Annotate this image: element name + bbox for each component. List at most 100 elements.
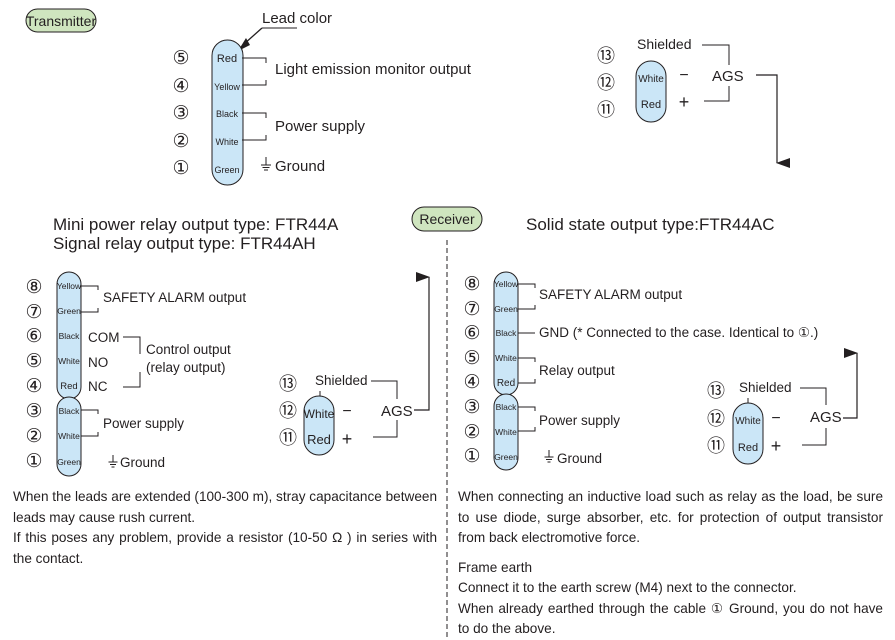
- transmitter-ags: ⑬ ⑫ ⑪ White Red − + Shielded AGS: [597, 36, 790, 168]
- ground-label: Ground: [120, 455, 165, 470]
- transmitter-badge: Transmitter: [25, 8, 97, 33]
- lead-color-white: White: [58, 356, 80, 366]
- lead-color-green: Green: [214, 165, 239, 175]
- plus-wire: [704, 86, 730, 102]
- nc-label: NC: [88, 379, 108, 394]
- solid-state-note-line-1: When connecting an inductive load such a…: [458, 489, 883, 545]
- com-label: COM: [88, 330, 120, 345]
- ground-label: Ground: [557, 451, 602, 466]
- lead-color-black: Black: [496, 328, 518, 338]
- safety-alarm-bracket: [518, 283, 536, 310]
- pin-number-13: ⑬: [597, 46, 615, 66]
- lead-color-green: Green: [494, 452, 518, 462]
- pin-number-2: ②: [25, 426, 42, 447]
- ags-label: AGS: [810, 409, 842, 426]
- pin-number-5: ⑤: [25, 351, 42, 372]
- pin-number-1: ①: [172, 158, 189, 179]
- no-label: NO: [88, 355, 108, 370]
- lead-color-red: Red: [307, 432, 331, 447]
- pin-number-4: ④: [463, 372, 480, 393]
- pin-number-5: ⑤: [463, 348, 480, 369]
- pin-number-1: ①: [25, 451, 42, 472]
- light-emission-label: Light emission monitor output: [275, 61, 472, 78]
- pin-number-4: ④: [172, 76, 189, 97]
- ags-label: AGS: [712, 68, 744, 85]
- ags-lead-bundle: [732, 402, 764, 465]
- relay-output-label: Relay output: [539, 363, 615, 378]
- pin-number-12: ⑫: [707, 409, 725, 429]
- lead-color-red: Red: [738, 442, 758, 454]
- power-supply-bracket: [242, 112, 267, 141]
- relay-output-section: Mini power relay output type: FTR44A Sig…: [25, 215, 430, 477]
- light-emission-bracket: [242, 57, 267, 86]
- gnd-label: GND (* Connected to the case. Identical …: [539, 325, 818, 340]
- lead-color-green: Green: [494, 304, 518, 314]
- power-supply-label: Power supply: [103, 416, 184, 431]
- safety-alarm-label: SAFETY ALARM output: [103, 290, 246, 305]
- plus-sign: +: [771, 436, 782, 456]
- lead-color-red: Red: [497, 378, 515, 389]
- transmitter-badge-label: Transmitter: [26, 13, 97, 29]
- minus-sign: −: [342, 403, 351, 420]
- lead-color-black: Black: [216, 109, 239, 119]
- lead-color-label: Lead color: [262, 10, 332, 27]
- lead-color-white: White: [638, 74, 664, 85]
- lead-color-black: Black: [59, 406, 81, 416]
- relay-ags: ⑬ ⑫ ⑪ White Red − + Shielded AGS: [279, 272, 430, 456]
- power-supply-label: Power supply: [539, 413, 620, 428]
- control-output-label: Control output: [146, 342, 231, 357]
- relay-note-line-1: When the leads are extended (100-300 m),…: [13, 489, 437, 525]
- pin-number-8: ⑧: [463, 274, 480, 295]
- lead-color-red: Red: [60, 381, 77, 392]
- plus-sign: +: [342, 429, 353, 449]
- pin-number-8: ⑧: [25, 277, 42, 298]
- pin-number-3: ③: [463, 397, 480, 418]
- lead-color-white: White: [495, 427, 517, 437]
- lead-color-yellow: Yellow: [494, 279, 519, 289]
- minus-sign: −: [771, 410, 780, 427]
- pin-number-7: ⑦: [25, 302, 42, 323]
- frame-earth-line-2: When already earthed through the cable ①…: [458, 600, 883, 637]
- relay-note: When the leads are extended (100-300 m),…: [13, 487, 437, 569]
- power-supply-bracket: [518, 406, 536, 432]
- ags-signal-arrow: [843, 348, 858, 419]
- lead-color-yellow: Yellow: [214, 82, 240, 92]
- pin-number-13: ⑬: [279, 374, 297, 394]
- ground-icon: [544, 450, 554, 463]
- receiver-badge-label: Receiver: [419, 211, 475, 227]
- solid-state-ags: ⑬ ⑫ ⑪ White Red − + Shielded AGS: [707, 348, 858, 465]
- relay-title-line2: Signal relay output type: FTR44AH: [53, 234, 316, 253]
- shielded-wire: [800, 387, 827, 405]
- safety-alarm-bracket: [81, 285, 99, 313]
- lead-color-yellow: Yellow: [57, 281, 82, 291]
- lead-color-white: White: [735, 416, 761, 427]
- transmitter-section: Transmitter Lead color ⑤ ④ ③ ② ① Red Yel…: [25, 8, 790, 186]
- pin-number-11: ⑪: [279, 428, 297, 448]
- lead-color-green: Green: [57, 306, 81, 316]
- frame-earth-line-1: Connect it to the earth screw (M4) next …: [458, 580, 797, 595]
- pin-number-3: ③: [172, 103, 189, 124]
- pin-number-5: ⑤: [172, 48, 189, 69]
- control-output-bracket: [123, 336, 141, 388]
- ground-icon: [261, 157, 271, 171]
- power-supply-label: Power supply: [275, 118, 366, 135]
- relay-output-label: (relay output): [146, 360, 226, 375]
- ags-lead-bundle: [303, 395, 335, 456]
- lead-color-black: Black: [59, 331, 81, 341]
- minus-sign: −: [679, 67, 688, 84]
- shielded-label: Shielded: [637, 36, 692, 52]
- frame-earth-title: Frame earth: [458, 559, 533, 575]
- plus-wire: [373, 420, 398, 438]
- lead-color-red: Red: [641, 99, 661, 111]
- pin-number-2: ②: [172, 131, 189, 152]
- pin-number-4: ④: [25, 376, 42, 397]
- pin-number-2: ②: [463, 422, 480, 443]
- ground-icon: [108, 455, 118, 468]
- solid-state-note: When connecting an inductive load such a…: [458, 487, 883, 640]
- lead-color-white: White: [495, 353, 517, 363]
- pin-number-11: ⑪: [707, 436, 725, 456]
- lead-color-white: White: [58, 431, 80, 441]
- lead-color-red: Red: [217, 53, 237, 65]
- pin-number-6: ⑥: [25, 326, 42, 347]
